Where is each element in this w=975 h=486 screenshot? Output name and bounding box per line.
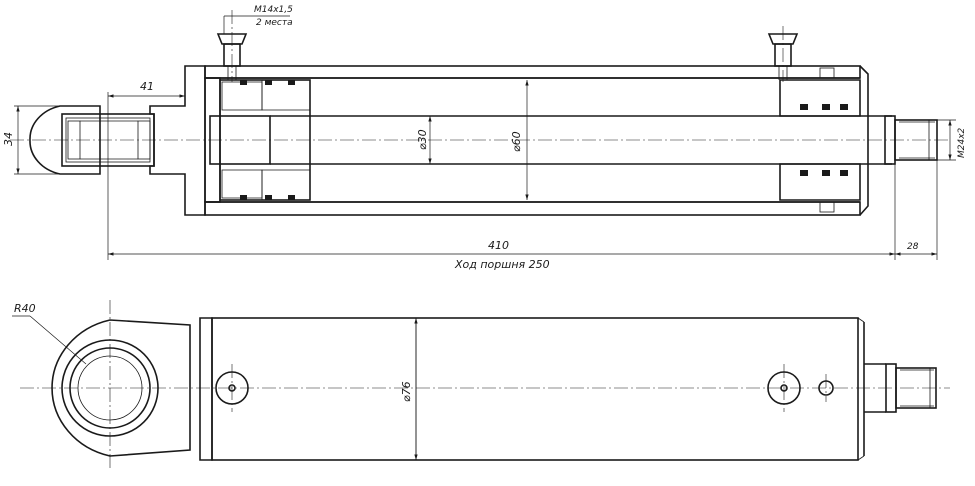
rod-exterior	[864, 363, 937, 413]
clevis-eye-section	[29, 105, 155, 175]
tube-wall-top	[204, 65, 861, 79]
exterior-view: R40 ⌀76	[12, 300, 950, 470]
dim-rod-thread: M24x2	[957, 127, 967, 158]
clevis-eye-exterior: R40	[12, 300, 191, 470]
dim-stroke: Ход поршня 250	[454, 258, 550, 271]
dim-total-length: 410	[488, 239, 509, 252]
piston	[209, 79, 311, 201]
dim-rod-end: 28	[907, 242, 919, 252]
port-count-label: 2 места	[256, 18, 293, 28]
dim-bore-dia: ⌀60	[510, 131, 523, 152]
port-fitting-front	[767, 26, 799, 82]
tube-wall-bottom	[204, 201, 861, 216]
dim-rod-dia: ⌀30	[416, 129, 429, 150]
thread-port-label: M14x1,5	[254, 5, 293, 15]
dim-outer-dia: ⌀76	[400, 381, 413, 402]
port-fitting-rear	[216, 10, 248, 82]
cylinder-body-exterior: ⌀76	[199, 317, 865, 461]
dim-offset: 41	[140, 80, 154, 93]
dim-eye-width: 34	[2, 132, 15, 146]
dim-radius: R40	[14, 302, 36, 315]
section-view: M14x1,5 2 места 34 41 ⌀30 ⌀60 M24x2 410 …	[2, 5, 967, 271]
port-marks	[215, 364, 834, 412]
front-gland	[779, 65, 869, 216]
